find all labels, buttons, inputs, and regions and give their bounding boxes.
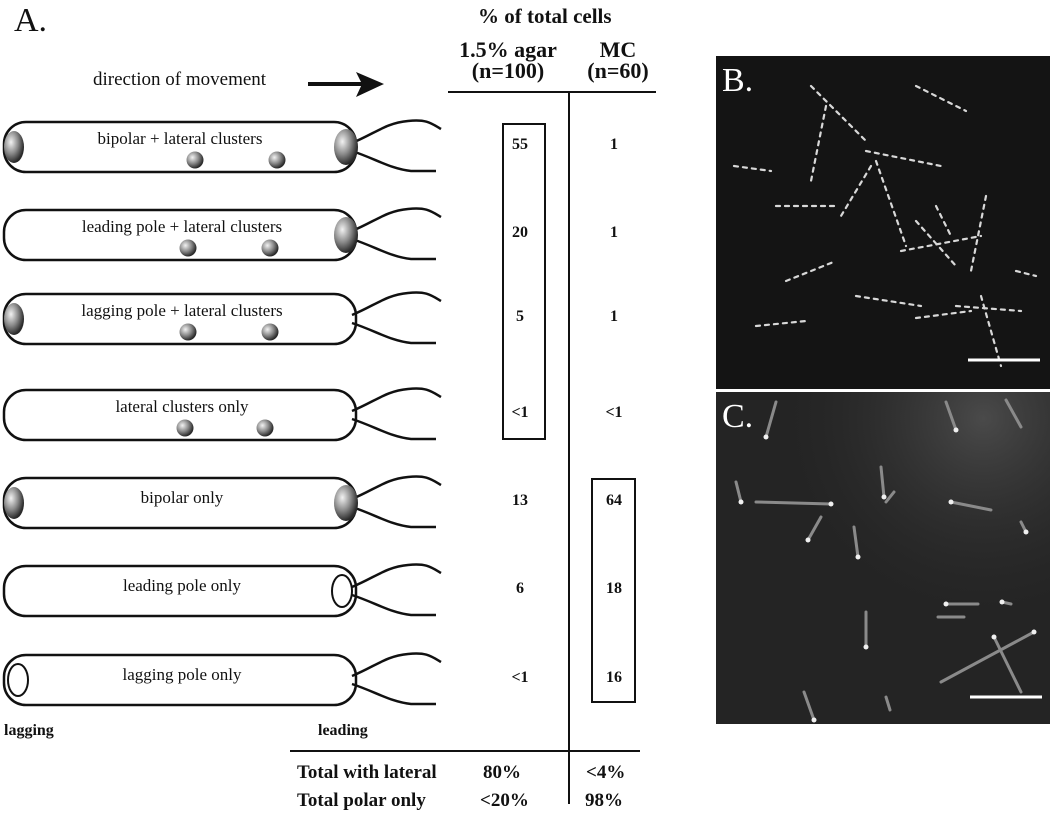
lateral-cluster [176,419,194,437]
lateral-cluster [268,151,286,169]
panel-b-micrograph: B. [716,56,1050,389]
mc-column-title: MC (n=60) [578,37,658,83]
cell-diagram-row [2,119,442,174]
flagella [351,207,442,261]
direction-arrow [308,72,384,97]
mc-column-n: (n=60) [587,58,649,83]
flagella [351,475,442,529]
leading-pole-empty [331,574,353,608]
cell-diagram-row [2,387,442,442]
agar-column-title: 1.5% agar (n=100) [440,37,576,83]
panel-c-micrograph: C. [716,392,1050,724]
flagella [351,563,442,617]
percent-header: % of total cells [478,4,612,28]
mc-column-name: MC [599,37,637,62]
mc-percent-value: <1 [605,404,623,421]
total-lateral-mc: <4% [586,762,626,783]
lateral-cluster [179,239,197,257]
cell-type-label: lagging pole + lateral clusters [81,301,283,320]
total-lateral-label: Total with lateral [297,762,437,783]
panel-b-cells [732,84,1040,368]
flagella [351,291,442,345]
lateral-cluster [256,419,274,437]
mc-percent-value: 64 [606,492,622,509]
cell-type-label: lateral clusters only [115,397,249,416]
lagging-pole-cluster [4,487,24,519]
flagella [351,652,442,706]
leading-label: leading [318,722,368,739]
mc-percent-value: 18 [606,580,622,597]
cell-type-label: bipolar + lateral clusters [97,129,263,148]
cell-diagram-row [2,291,442,346]
direction-label: direction of movement [93,69,267,90]
mc-percent-value: 1 [610,136,618,153]
agar-percent-value: 13 [512,492,528,509]
cell-diagram-row [2,207,442,262]
mc-percent-value: 1 [610,224,618,241]
agar-percent-value: <1 [511,404,529,421]
panel-c-cells [716,392,1050,724]
leading-pole-cluster [334,485,358,521]
flagella [351,119,442,173]
lagging-pole-cluster [4,131,24,163]
cell-diagram-row [2,652,442,707]
agar-percent-value: 20 [512,224,528,241]
cell-diagram-row [2,563,442,618]
lateral-cluster [261,239,279,257]
agar-column-n: (n=100) [471,58,545,83]
lagging-label: lagging [4,722,54,739]
lagging-pole-cluster [4,303,24,335]
agar-percent-value: <1 [511,669,529,686]
total-polar-mc: 98% [585,790,623,811]
agar-percent-value: 55 [512,136,528,153]
total-lateral-agar: 80% [483,762,521,783]
lagging-pole-empty [7,663,29,697]
agar-percent-value: 5 [516,308,524,325]
panel-b-letter: B. [722,62,754,99]
lateral-cluster [179,323,197,341]
agar-percent-value: 6 [516,580,524,597]
cell-diagram-row [2,475,442,530]
cell-type-label: leading pole only [122,576,242,595]
cell-body [2,564,358,618]
agar-column-name: 1.5% agar [459,37,557,62]
lateral-cluster [261,323,279,341]
panel-a-diagram [2,72,656,804]
mc-percent-value: 16 [606,669,622,686]
leading-pole-cluster [334,129,358,165]
cell-body [2,653,358,707]
total-polar-label: Total polar only [297,790,426,811]
total-polar-agar: <20% [480,790,529,811]
leading-pole-cluster [334,217,358,253]
cell-type-label: bipolar only [140,488,224,507]
mc-percent-value: 1 [610,308,618,325]
flagella [351,387,442,441]
panel-a-letter: A. [14,2,48,39]
cell-type-label: leading pole + lateral clusters [81,217,283,236]
mc-highlight-box [591,478,636,703]
cell-type-label: lagging pole only [122,665,242,684]
lateral-cluster [186,151,204,169]
agar-highlight-box [502,123,546,440]
